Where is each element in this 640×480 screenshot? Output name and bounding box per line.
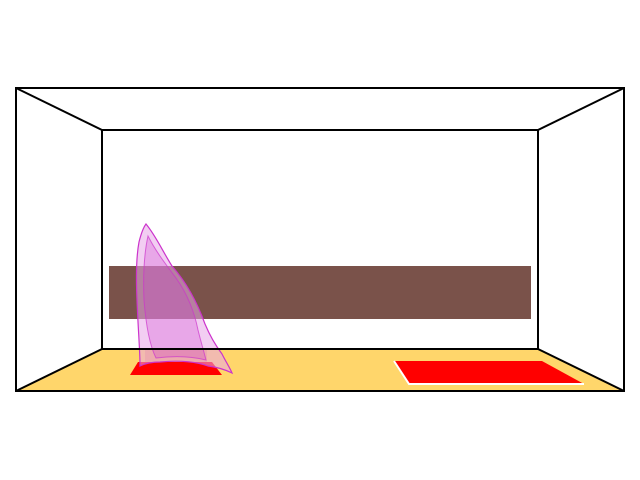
room-edge-bottom-right — [537, 348, 625, 392]
floor-vent-edge — [393, 360, 584, 385]
fire-plume-outer — [135, 223, 234, 375]
room-edge-top-left — [15, 87, 103, 131]
fire-plume-inner — [143, 234, 207, 361]
room-edge-bottom-left — [15, 348, 103, 392]
room-edge-top-right — [537, 87, 625, 131]
floor-vent — [394, 361, 584, 384]
room-outer-frame — [15, 87, 625, 392]
burner-pad — [130, 362, 222, 375]
room-back-wall — [101, 129, 539, 350]
